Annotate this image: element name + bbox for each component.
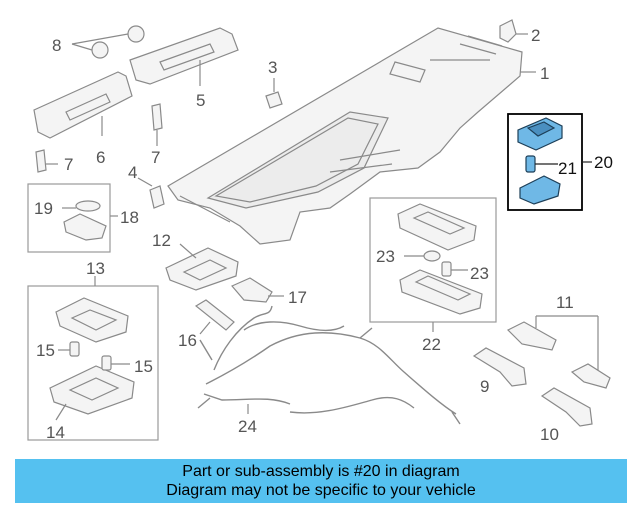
callout-12: 12 (152, 231, 171, 250)
leader-8 (71, 43, 93, 51)
leader-16 (199, 321, 211, 335)
wiring-harness-part-24 (197, 305, 461, 425)
callout-16: 16 (178, 331, 197, 350)
bulb-part-21 (525, 155, 536, 173)
callout-2: 2 (531, 26, 540, 45)
lamp-lens-part-13 (55, 297, 129, 343)
clip-part-2 (499, 19, 517, 43)
callout-4: 4 (128, 163, 137, 182)
callout-15a: 15 (36, 341, 55, 360)
callout-19: 19 (34, 199, 53, 218)
bulb-part-23b (441, 261, 452, 277)
console-part-22 (397, 203, 477, 251)
holder-part-8 (91, 25, 145, 59)
banner-line-2: Diagram may not be specific to your vehi… (166, 482, 476, 499)
callout-17: 17 (288, 288, 307, 307)
callout-21: 21 (558, 159, 577, 178)
callout-23b: 23 (470, 264, 489, 283)
callout-22: 22 (422, 335, 441, 354)
sun-visor-part-6 (33, 71, 133, 139)
screw-part-7b (151, 103, 163, 131)
lamp-base-part-14 (49, 365, 135, 415)
callout-20: 20 (594, 153, 613, 172)
leader-4 (137, 177, 153, 187)
group-box-13 (27, 285, 159, 441)
callout-7b: 7 (151, 148, 160, 167)
callout-3: 3 (268, 58, 277, 77)
callout-11: 11 (556, 293, 574, 312)
callout-10: 10 (540, 425, 559, 444)
clip-part-4 (149, 185, 165, 209)
callout-13: 13 (86, 259, 105, 278)
callout-24: 24 (238, 417, 257, 436)
grip-handle-part-10 (540, 387, 593, 427)
leader-12 (179, 243, 197, 259)
lamp-part-17 (231, 277, 273, 303)
callout-18: 18 (120, 208, 139, 227)
info-banner: Part or sub-assembly is #20 in diagram D… (15, 459, 627, 503)
lamp-part-18 (63, 213, 107, 241)
group-box-18 (27, 183, 111, 253)
screw-part-7a (35, 149, 47, 173)
sun-visor-part-5 (129, 27, 239, 85)
console-base-part-22 (399, 269, 483, 315)
bracket-part-3 (265, 91, 283, 109)
callout-14: 14 (46, 423, 65, 442)
grip-handle-part-9 (472, 347, 527, 387)
map-lamp-part-20 (517, 117, 563, 151)
lens-part-19 (75, 200, 101, 212)
callout-6: 6 (96, 148, 105, 167)
callout-8: 8 (52, 36, 61, 55)
headliner-part (167, 27, 523, 245)
lamp-base-part-20 (519, 175, 561, 205)
bracket-part-11 (506, 321, 611, 389)
callout-15b: 15 (134, 357, 153, 376)
leader-8b (71, 33, 129, 45)
lamp-housing-part-12 (165, 247, 239, 291)
bulb-part-15b (101, 355, 112, 371)
bulb-part-15a (69, 341, 80, 357)
banner-line-1: Part or sub-assembly is #20 in diagram (182, 463, 460, 480)
callout-23a: 23 (376, 247, 395, 266)
callout-7a: 7 (64, 155, 73, 174)
callout-5: 5 (196, 91, 205, 110)
callout-9: 9 (480, 377, 489, 396)
cover-part-16 (194, 299, 235, 331)
parts-diagram: 1 2 3 4 5 6 7 7 8 (27, 19, 613, 444)
callout-1: 1 (540, 64, 549, 83)
bulb-part-23a (423, 250, 441, 262)
leader-14 (55, 403, 67, 421)
